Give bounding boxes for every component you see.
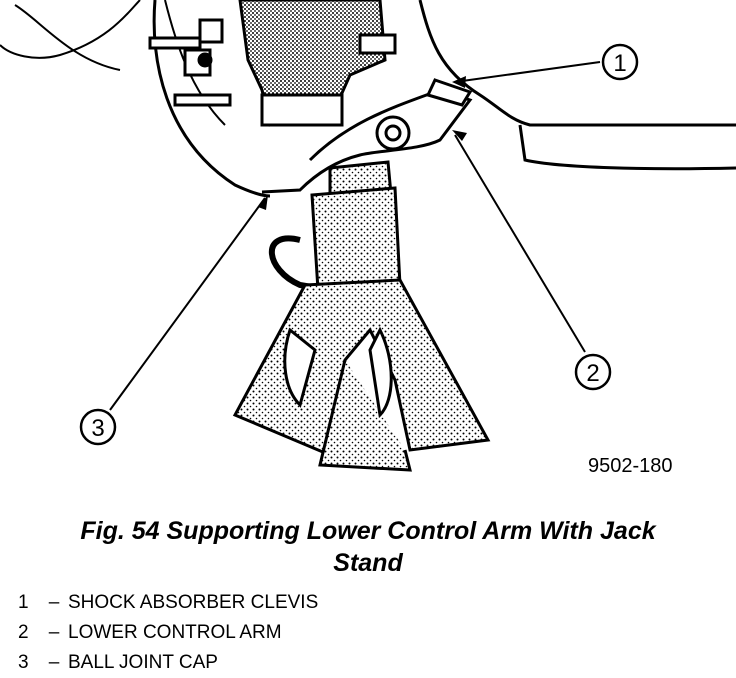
legend: 1–SHOCK ABSORBER CLEVIS 2–LOWER CONTROL … [18,588,318,678]
svg-text:2: 2 [586,360,599,387]
svg-text:1: 1 [613,50,626,77]
caption-line-2: Stand [333,549,403,577]
callout-2: 2 [574,353,612,391]
caption-line-1: Fig. 54 Supporting Lower Control Arm Wit… [80,517,656,545]
svg-text:3: 3 [91,415,104,442]
legend-item: 1–SHOCK ABSORBER CLEVIS [18,592,319,613]
leader-lines [109,61,601,411]
legend-item: 2–LOWER CONTROL ARM [18,622,282,643]
callout-1: 1 [601,43,639,81]
jack-stand [232,160,491,472]
technical-illustration: 1 2 3 [0,0,736,472]
legend-item: 3–BALL JOINT CAP [18,652,218,673]
lower-control-arm [261,0,736,194]
callout-3: 3 [79,408,117,446]
brake-rotor-assembly [0,0,271,198]
figure-caption: Fig. 54 Supporting Lower Control Arm Wit… [0,515,736,579]
brake-caliper [238,0,397,127]
figure-code: 9502-180 [588,455,673,477]
